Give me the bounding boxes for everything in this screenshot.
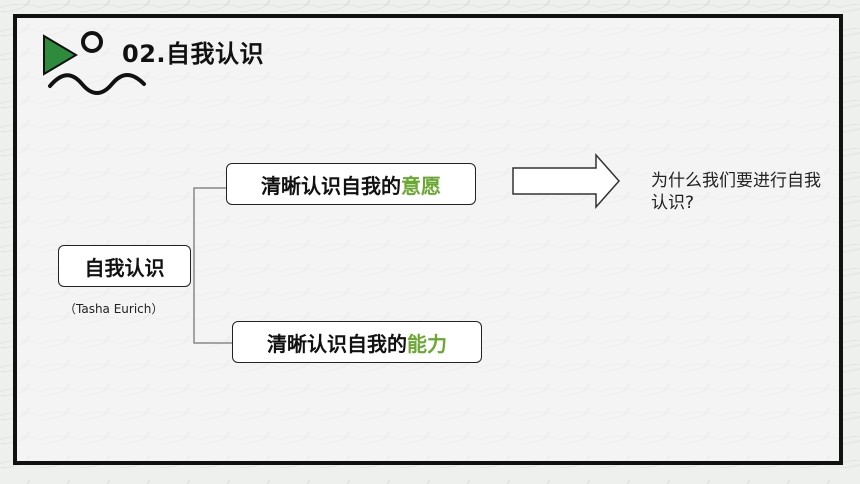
mindmap-connector <box>193 187 232 344</box>
branch-node-willingness: 清晰认识自我的意愿 <box>226 163 476 205</box>
root-node-label: 自我认识 <box>84 255 165 280</box>
branch-node-ability: 清晰认识自我的能力 <box>232 321 482 363</box>
root-node: 自我认识 <box>58 245 191 287</box>
branch-node-prefix: 清晰认识自我的 <box>267 331 407 356</box>
right-arrow-icon <box>512 153 621 209</box>
slide-frame <box>13 14 843 465</box>
branch-node-highlight: 能力 <box>407 331 447 356</box>
root-node-source: （Tasha Eurich） <box>64 302 164 316</box>
page-title: 02.自我认识 <box>122 40 265 68</box>
branch-node-prefix: 清晰认识自我的 <box>261 173 401 198</box>
question-text: 为什么我们要进行自我认识? <box>651 171 821 213</box>
branch-node-highlight: 意愿 <box>401 173 441 198</box>
triangle-circle-wave-logo-icon <box>43 31 146 95</box>
